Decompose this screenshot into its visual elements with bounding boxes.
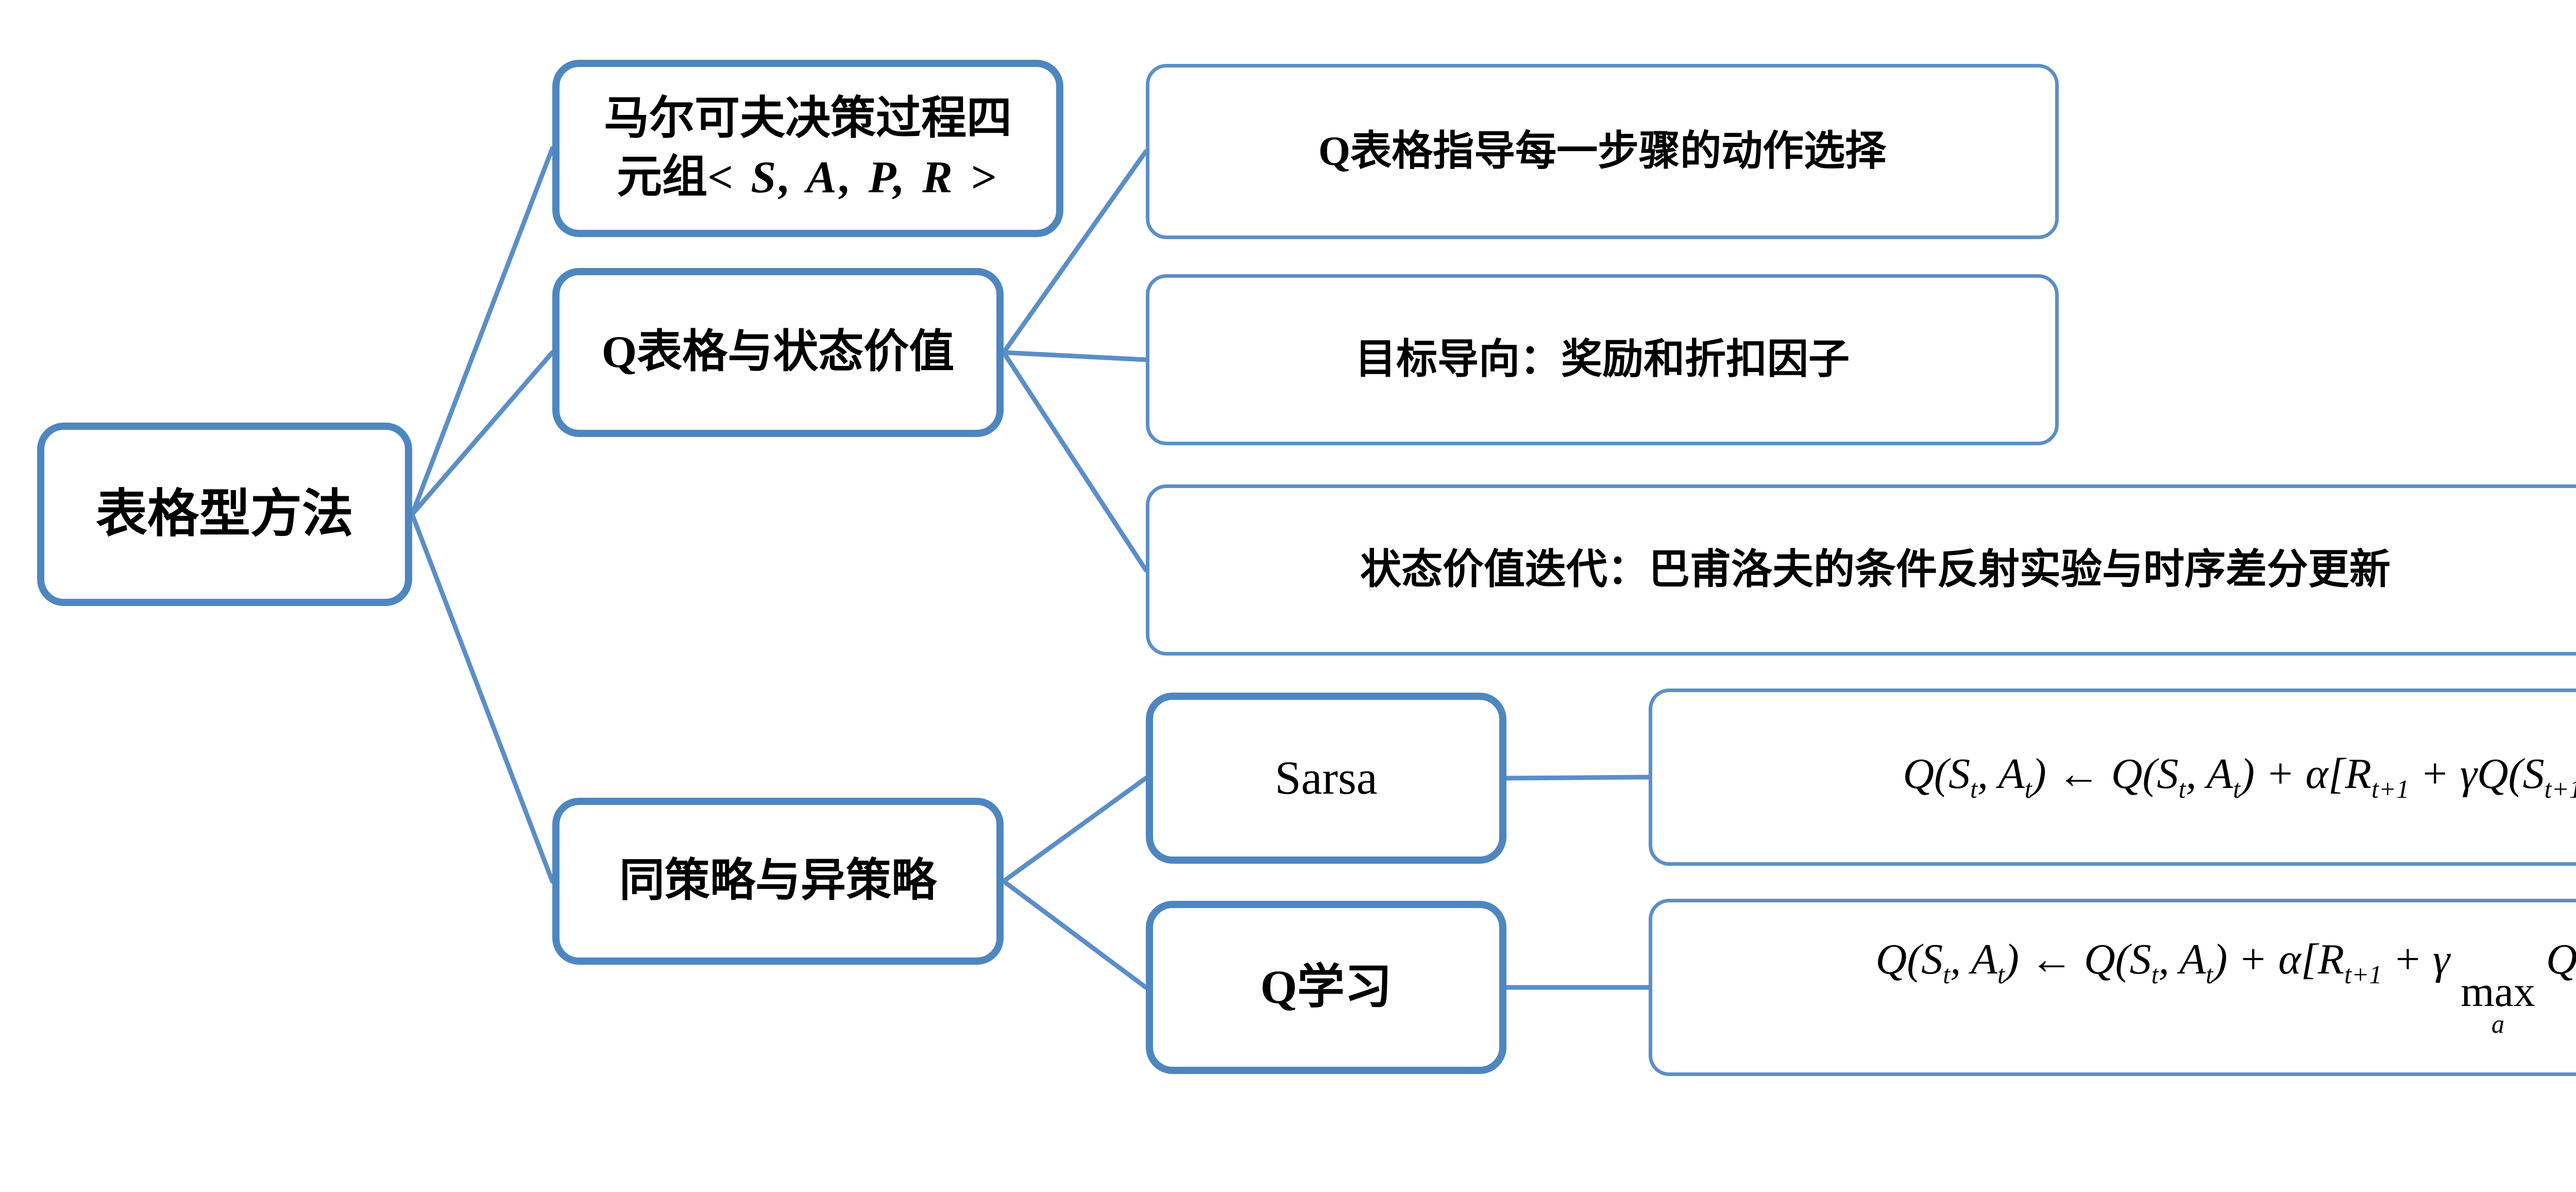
node-root: 表格型方法: [37, 423, 412, 606]
node-qtable-state-value: Q表格与状态价值: [552, 268, 1004, 437]
edge-root-policy: [410, 512, 555, 884]
node-on-off-policy: 同策略与异策略: [552, 798, 1004, 965]
node-sarsa: Sarsa: [1146, 693, 1506, 864]
node-sarsa-formula: Q(St, At) ← Q(St, At) + α[Rt+1 + γQ(St+1…: [1649, 689, 2576, 866]
edge-root-mdp: [410, 146, 555, 517]
leaf-label: Q表格指导每一步骤的动作选择: [1318, 129, 1887, 174]
node-qtable-child-goal-oriented: 目标导向：奖励和折扣因子: [1146, 274, 2059, 445]
edge-policy-qlearn: [1001, 879, 1148, 990]
node-qtable-label: Q表格与状态价值: [601, 327, 955, 377]
edge-root-qtable: [410, 350, 555, 517]
node-sarsa-label: Sarsa: [1275, 751, 1378, 804]
edge-sarsa-formula: [1504, 775, 1651, 781]
edge-qtable-child3: [1001, 350, 1148, 573]
edge-policy-sarsa: [1001, 776, 1148, 884]
edge-qtable-child1: [1001, 149, 1148, 355]
node-mdp-label-cn: 马尔可夫决策过程四元组: [603, 93, 1012, 203]
node-mdp-label: 马尔可夫决策过程四元组< S, A, P, R >: [583, 90, 1033, 208]
node-mdp-label-math: < S, A, P, R >: [707, 153, 999, 203]
node-qtable-child-action-selection: Q表格指导每一步骤的动作选择: [1146, 64, 2059, 239]
node-qlearning: Q学习: [1146, 901, 1506, 1074]
leaf-label: 状态价值迭代：巴甫洛夫的条件反射实验与时序差分更新: [1360, 547, 2391, 593]
node-qtable-child-value-iteration: 状态价值迭代：巴甫洛夫的条件反射实验与时序差分更新: [1146, 484, 2576, 656]
sarsa-update-formula: Q(St, At) ← Q(St, At) + α[Rt+1 + γQ(St+1…: [1903, 749, 2576, 803]
node-qlearning-label: Q学习: [1260, 961, 1392, 1014]
leaf-label: 目标导向：奖励和折扣因子: [1355, 337, 1850, 382]
node-mdp-tuple: 马尔可夫决策过程四元组< S, A, P, R >: [552, 60, 1063, 237]
edge-qtable-child2: [1001, 350, 1148, 362]
node-policy-label: 同策略与异策略: [619, 855, 937, 906]
node-root-label: 表格型方法: [96, 485, 353, 543]
